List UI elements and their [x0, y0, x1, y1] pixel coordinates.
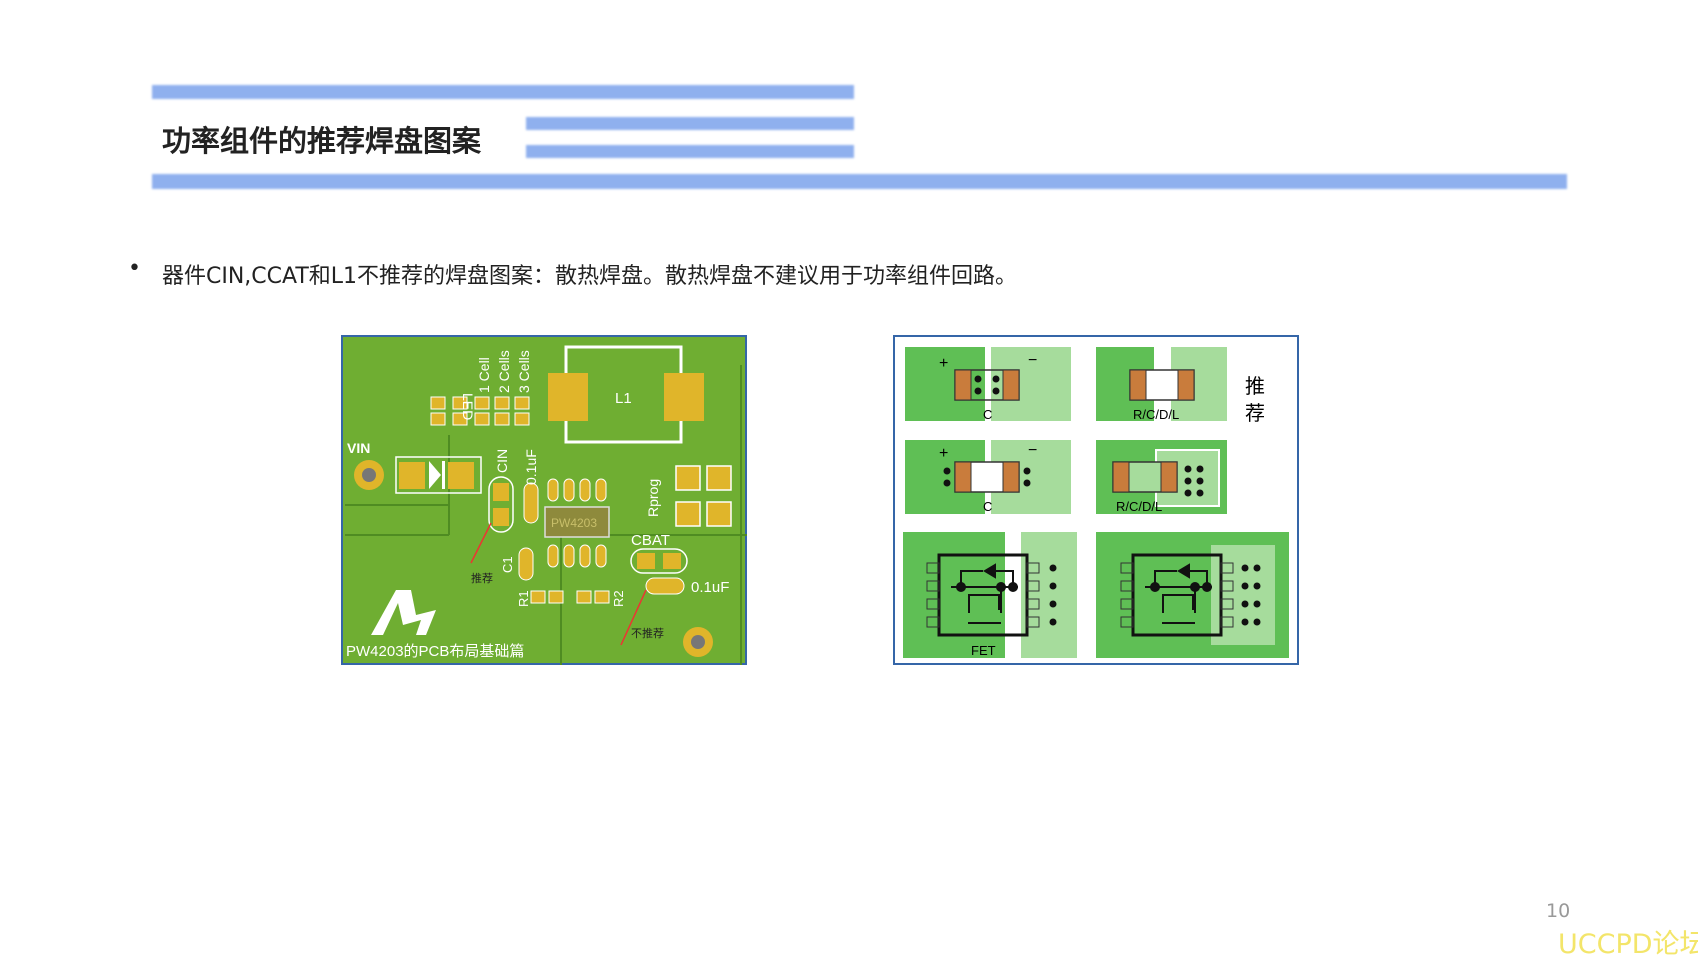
cell3-label: 3 Cells [516, 350, 532, 393]
plus-label: + [939, 355, 948, 372]
recommended-label-2: 荐 [1245, 402, 1265, 425]
watermark: UCCPD论坛 [1558, 929, 1698, 960]
cin-value-label: 0.1uF [523, 449, 539, 485]
page-number: 10 [1546, 900, 1571, 922]
c1-label: C1 [500, 556, 515, 573]
fet-label: FET [971, 643, 996, 658]
header-underline-bar [152, 174, 1567, 189]
pcb-layout-image: L1 LED 1 Cell 2 Cells 3 Cells VIN CIN 0.… [341, 335, 747, 665]
plus-label-2: + [939, 445, 948, 462]
cin-label: CIN [494, 449, 510, 473]
led-label: LED [460, 393, 476, 420]
page-title: 功率组件的推荐焊盘图案 [162, 124, 482, 158]
header-decor-bar [526, 145, 854, 158]
recommended-label: 推荐 [471, 571, 493, 585]
bullet-dot-icon: • [128, 256, 141, 281]
ic-label: PW4203 [551, 516, 597, 530]
vin-label: VIN [347, 440, 370, 456]
cbat-label: CBAT [631, 532, 670, 549]
bullet-text: 器件CIN,CCAT和L1不推荐的焊盘图案：散热焊盘。散热焊盘不建议用于功率组件… [162, 264, 1018, 289]
mosfet-symbol-icon [1145, 563, 1212, 624]
rprog-label: Rprog [645, 479, 661, 517]
pcb-caption: PW4203的PCB布局基础篇 [346, 642, 524, 660]
c-label-2: C [983, 499, 992, 514]
mosfet-symbol-icon [951, 563, 1018, 624]
r1-label: R1 [516, 590, 531, 607]
cell2-label: 2 Cells [496, 350, 512, 393]
minus-label: − [1028, 352, 1037, 369]
rcdl-label: R/C/D/L [1133, 407, 1179, 422]
cell1-label: 1 Cell [476, 357, 492, 393]
not-recommended-label: 不推荐 [631, 626, 664, 640]
r2-label: R2 [611, 590, 626, 607]
arrow-icon [620, 589, 647, 646]
header-decor-bar [152, 85, 854, 99]
arrow-icon [470, 522, 492, 564]
pw-logo-icon [371, 590, 436, 635]
c-label: C [983, 407, 992, 422]
rcdl-label-2: R/C/D/L [1116, 499, 1162, 514]
cbat-value-label: 0.1uF [691, 579, 729, 596]
recommended-label-1: 推 [1245, 375, 1265, 398]
minus-label-2: − [1028, 442, 1037, 459]
l1-label: L1 [615, 390, 632, 407]
pad-pattern-image: + − C R/C/D/L 推 荐 + − C R/C/D/L FET [893, 335, 1299, 665]
header-decor-bar [526, 117, 854, 130]
